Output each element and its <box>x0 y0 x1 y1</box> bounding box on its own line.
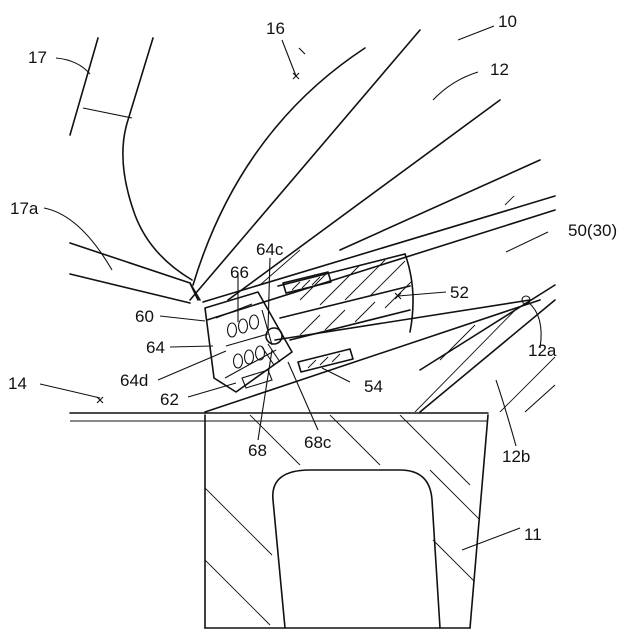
label-68c: 68c <box>304 433 332 452</box>
label-10: 10 <box>498 12 517 31</box>
floor-line <box>70 413 488 421</box>
label-62: 62 <box>160 390 179 409</box>
rod-17 <box>70 38 192 280</box>
label-17: 17 <box>28 48 47 67</box>
seal-54 <box>298 349 353 372</box>
label-17a: 17a <box>10 199 39 218</box>
label-52: 52 <box>450 283 469 302</box>
label-16: 16 <box>266 19 285 38</box>
spring-66 <box>228 315 265 368</box>
label-64d: 64d <box>120 371 148 390</box>
piston-52 <box>278 254 415 340</box>
label-11: 11 <box>524 525 542 544</box>
label-64c: 64c <box>256 240 284 259</box>
ball-64c <box>266 328 282 344</box>
label-12: 12 <box>490 60 509 79</box>
label-12a: 12a <box>528 341 557 360</box>
label-64: 64 <box>146 338 165 357</box>
label-50-30: 50(30) <box>568 221 617 240</box>
upper-hatching <box>260 180 530 285</box>
label-68: 68 <box>248 441 267 460</box>
label-14: 14 <box>8 374 27 393</box>
label-54: 54 <box>364 377 383 396</box>
label-60: 60 <box>135 307 154 326</box>
label-66: 66 <box>230 263 249 282</box>
label-12b: 12b <box>502 447 530 466</box>
